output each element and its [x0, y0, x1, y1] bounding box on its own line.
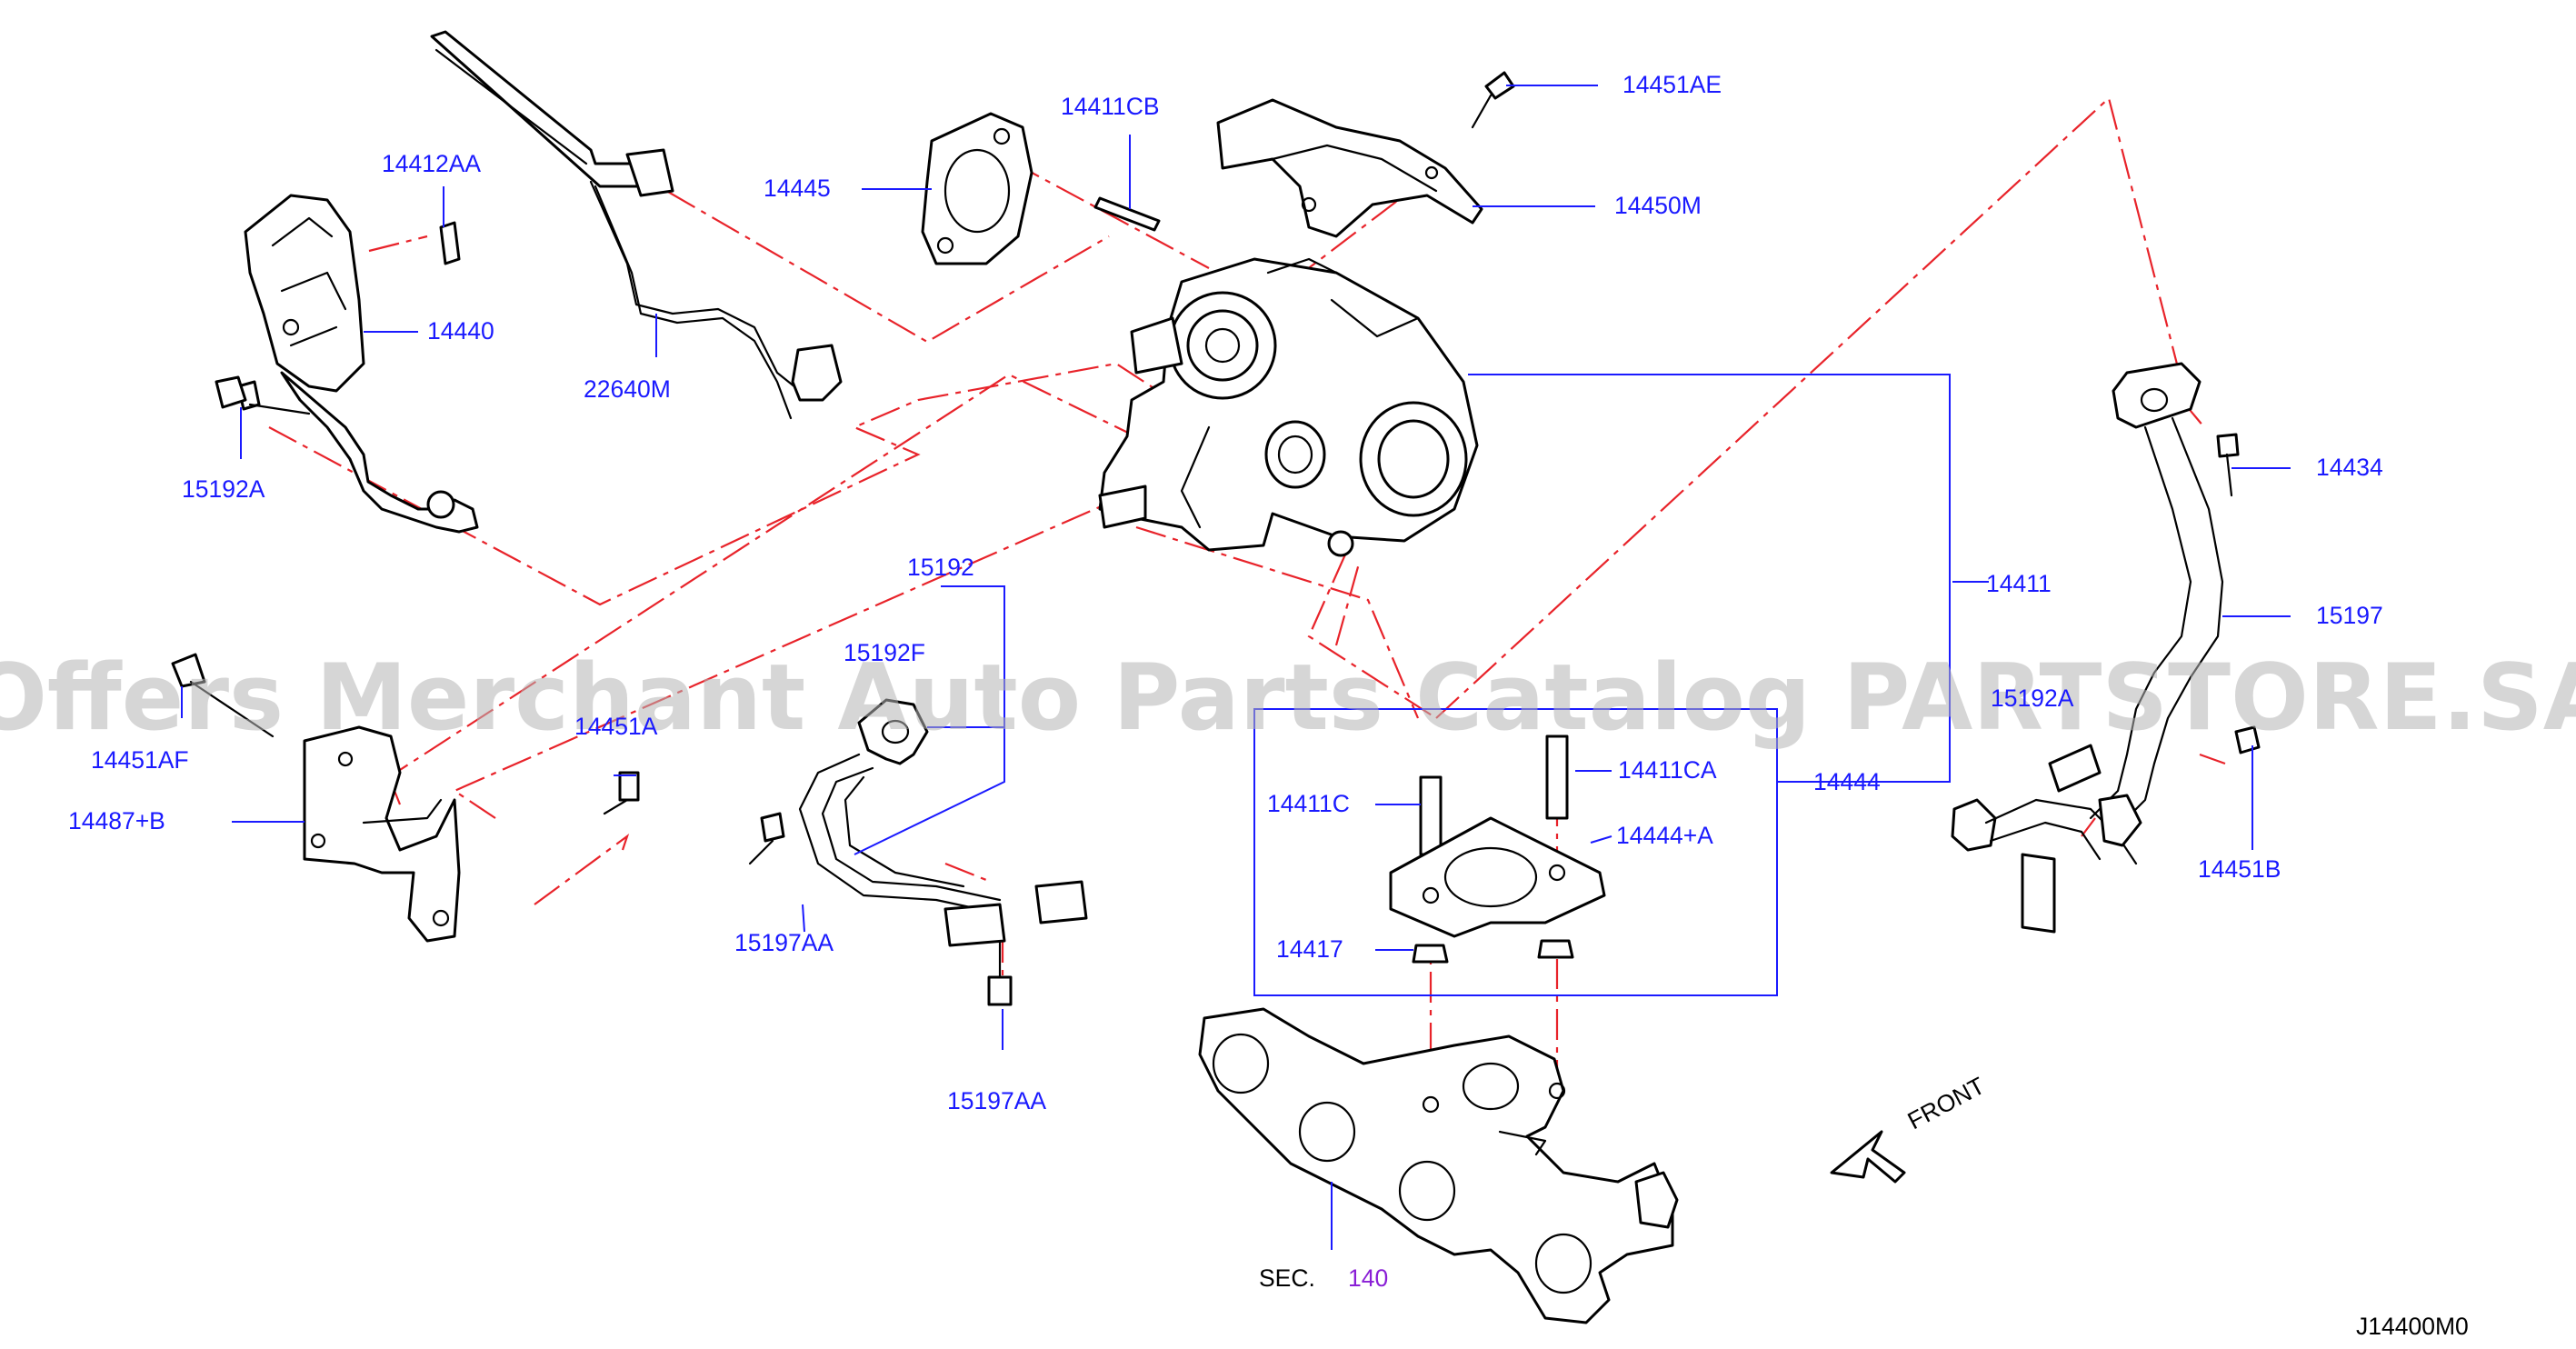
label-14434[interactable]: 14434 [2316, 454, 2383, 481]
label-14451a[interactable]: 14451A [574, 713, 658, 740]
water-tube-15197 [1951, 362, 2224, 934]
label-15197aa-bottom[interactable]: 15197AA [947, 1087, 1046, 1114]
label-15192[interactable]: 15192 [907, 554, 974, 581]
section-link-140[interactable]: 140 [1348, 1264, 1388, 1292]
label-15192f[interactable]: 15192F [844, 639, 925, 666]
part-labels[interactable]: 14451AE 14411CB 14445 14450M 14412AA 144… [68, 71, 2383, 1114]
label-14451ae[interactable]: 14451AE [1622, 71, 1722, 98]
label-14451af[interactable]: 14451AF [91, 746, 189, 774]
label-14411ca[interactable]: 14411CA [1618, 756, 1717, 784]
label-14411c[interactable]: 14411C [1267, 790, 1350, 817]
leader-lines [181, 85, 2291, 1250]
label-14412aa[interactable]: 14412AA [382, 150, 481, 177]
label-14417[interactable]: 14417 [1276, 935, 1343, 963]
phantom-lines [268, 95, 2226, 1104]
studs-and-bolts [171, 71, 2261, 1006]
label-15197[interactable]: 15197 [2316, 602, 2383, 629]
diagram-code: J14400M0 [2356, 1313, 2469, 1340]
gasket-14445 [921, 112, 1033, 265]
label-14444[interactable]: 14444 [1813, 768, 1881, 795]
oil-tube-15192 [798, 698, 1088, 947]
label-15192a[interactable]: 15192A [182, 475, 265, 503]
label-14487b[interactable]: 14487+B [68, 807, 165, 834]
label-14440[interactable]: 14440 [427, 317, 494, 345]
label-14450m[interactable]: 14450M [1614, 192, 1702, 219]
heat-insulator-14450m [1216, 98, 1483, 238]
label-14411cb[interactable]: 14411CB [1061, 93, 1160, 120]
watermark: Offers Merchant Auto Parts Catalog PARTS… [0, 644, 2576, 751]
turbocharger-assembly [1098, 257, 1479, 557]
insulator-14444a [1389, 816, 1606, 964]
label-22640m[interactable]: 22640M [584, 375, 671, 403]
heat-shield-14487b [303, 725, 461, 943]
label-14411[interactable]: 14411 [1986, 570, 2052, 597]
sensor-22640m [430, 30, 843, 420]
label-14444a[interactable]: 14444+A [1616, 822, 1713, 849]
actuator-14440 [215, 194, 479, 534]
exhaust-manifold [1198, 1007, 1679, 1324]
label-14445[interactable]: 14445 [764, 175, 831, 202]
front-label: FRONT [1903, 1072, 1990, 1134]
label-14451b[interactable]: 14451B [2198, 855, 2281, 883]
label-15197aa-left[interactable]: 15197AA [734, 929, 834, 956]
front-arrow [1830, 1130, 1906, 1184]
label-15192a-right[interactable]: 15192A [1991, 684, 2074, 712]
section-prefix: SEC. [1259, 1264, 1315, 1292]
